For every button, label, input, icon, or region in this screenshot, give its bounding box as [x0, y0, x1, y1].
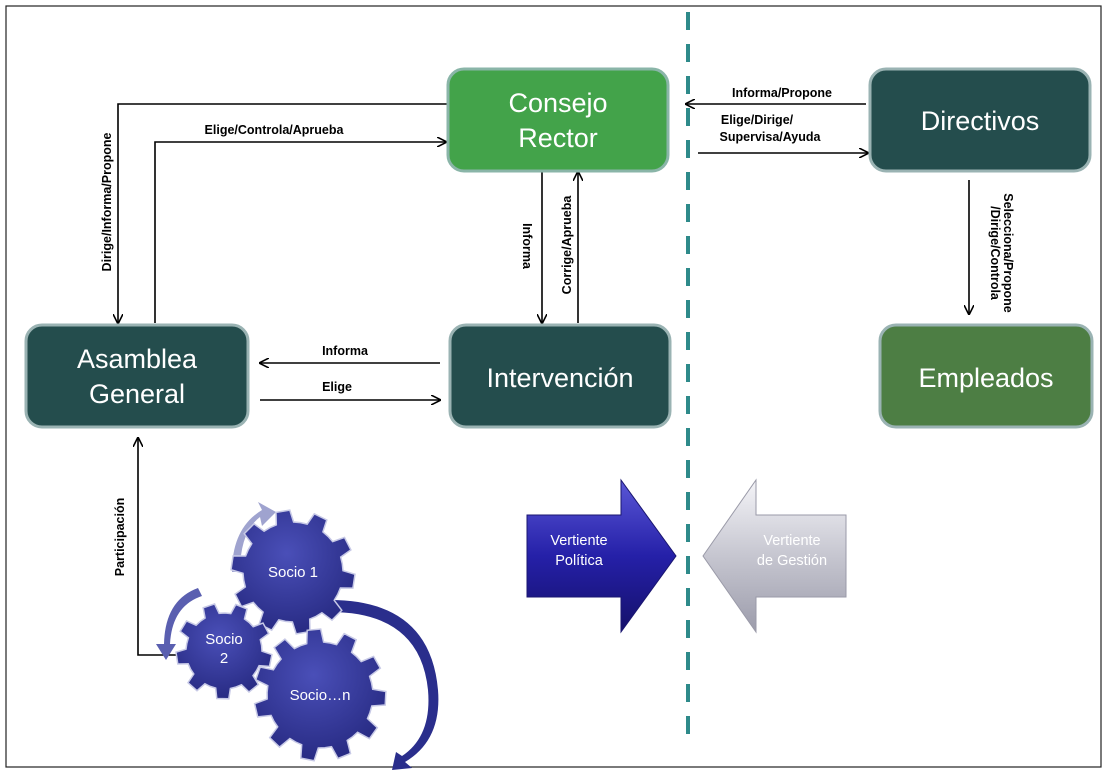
intervencion-label: Intervención [486, 363, 633, 393]
asamblea-line1: Asamblea [77, 344, 198, 374]
label-selecciona-line1: Selecciona/Propone [1001, 193, 1015, 313]
rotate-arrow-light [232, 502, 276, 572]
gear-socio2-line2: 2 [220, 650, 228, 667]
politica-line1: Vertiente [550, 533, 607, 549]
consejo-rector-line1: Consejo [508, 88, 607, 118]
frame-border [5, 5, 1102, 768]
label-participacion: Participación [113, 498, 127, 577]
rotate-arrow-mid [156, 588, 202, 660]
directivos-label: Directivos [921, 106, 1040, 136]
edge-elige-controla-aprueba [154, 142, 446, 323]
edge-dirige-informa-propone [118, 103, 450, 323]
arrow-vertiente-politica: Vertiente Política [526, 478, 677, 634]
node-empleados: Empleados [878, 323, 1094, 429]
label-informa-left: Informa [322, 344, 369, 358]
empleados-label: Empleados [918, 363, 1053, 393]
node-consejo-rector: Consejo Rector [446, 67, 670, 173]
consejo-rector-line2: Rector [518, 123, 598, 153]
arrow-vertiente-gestion: Vertiente de Gestión [702, 478, 847, 634]
label-corrige-aprueba: Corrige/Aprueba [560, 195, 574, 295]
node-intervencion: Intervención [448, 323, 672, 429]
label-selecciona-line2: /Dirige/Controla [988, 206, 1002, 301]
label-informa-propone: Informa/Propone [732, 86, 832, 100]
rotate-arrow-dark [330, 600, 439, 770]
asamblea-line2: General [89, 379, 185, 409]
node-asamblea-general: Asamblea General [24, 323, 250, 429]
gestion-line2: de Gestión [757, 553, 827, 569]
node-directivos: Directivos [868, 67, 1092, 173]
gear-socio1 [230, 509, 356, 635]
label-dirige-informa-propone: Dirige/Informa/Propone [100, 133, 114, 272]
gear-socio2 [175, 602, 273, 700]
label-elige-right: Elige [322, 380, 352, 394]
gear-socio1-label: Socio 1 [268, 564, 318, 581]
label-elige-dirige-line2: Supervisa/Ayuda [720, 130, 822, 144]
label-elige-controla-aprueba: Elige/Controla/Aprueba [205, 123, 345, 137]
gestion-line1: Vertiente [763, 533, 820, 549]
label-informa-down: Informa [520, 223, 534, 270]
gear-socion-label: Socio…n [290, 687, 351, 704]
gear-socio2-line1: Socio [205, 631, 243, 648]
politica-line2: Política [555, 553, 603, 569]
label-elige-dirige-line1: Elige/Dirige/ [721, 113, 794, 127]
gear-socion [253, 628, 387, 762]
